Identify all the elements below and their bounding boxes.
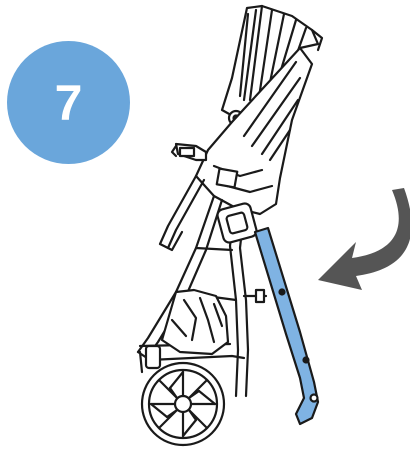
- bumper-bar: [172, 144, 206, 160]
- front-wheel: [140, 346, 160, 372]
- fold-hinge: [216, 202, 258, 244]
- rear-wheel: [142, 363, 224, 445]
- curved-arrow-icon: [318, 188, 410, 290]
- highlighted-handle: [255, 228, 318, 424]
